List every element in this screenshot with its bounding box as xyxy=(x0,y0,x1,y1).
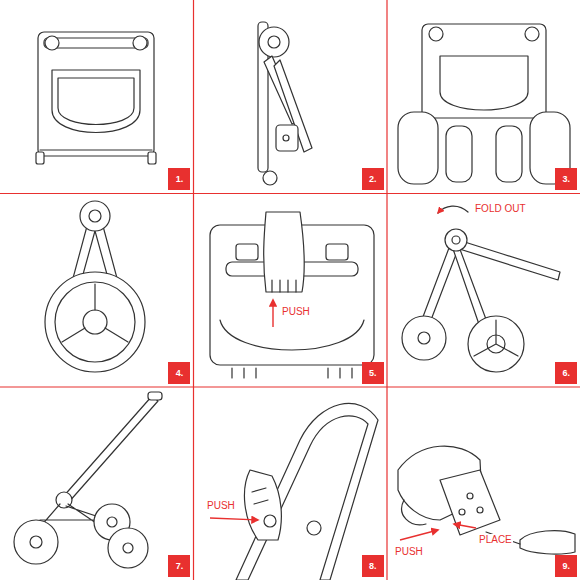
step-number-text: 4. xyxy=(176,368,184,378)
step-number-text: 9. xyxy=(562,561,570,571)
step-number: 3. xyxy=(555,168,577,190)
step-number-text: 8. xyxy=(369,561,377,571)
unfolded-stroller xyxy=(14,392,162,568)
folded-frame-front xyxy=(36,32,156,164)
step-number: 9. xyxy=(555,555,577,577)
frame-with-hand xyxy=(210,212,374,378)
step-number: 5. xyxy=(362,362,384,384)
step-number: 8. xyxy=(362,555,384,577)
wheel-attach xyxy=(398,446,575,554)
action-label: PUSH xyxy=(206,500,236,512)
fold-arrow xyxy=(438,206,468,213)
step-number: 6. xyxy=(555,362,577,384)
step-number: 1. xyxy=(168,168,190,190)
step-number: 4. xyxy=(168,362,190,384)
step-number-text: 6. xyxy=(562,368,570,378)
frame-unfolding xyxy=(402,229,560,372)
step-number: 7. xyxy=(168,555,190,577)
action-arrows xyxy=(210,300,476,540)
action-label: FOLD OUT xyxy=(474,203,527,215)
step-number-text: 1. xyxy=(176,174,184,184)
folded-frame-wheels xyxy=(398,24,570,184)
step-number-text: 3. xyxy=(562,174,570,184)
step-number: 2. xyxy=(362,168,384,190)
action-label: PLACE xyxy=(478,534,513,546)
step-number-text: 7. xyxy=(176,561,184,571)
folded-frame-side xyxy=(258,22,312,185)
step-number-text: 2. xyxy=(369,174,377,184)
action-label: PUSH xyxy=(394,546,424,558)
handlebar-button xyxy=(236,403,378,580)
step-number-text: 5. xyxy=(369,368,377,378)
action-label: PUSH xyxy=(281,306,311,318)
folded-frame-wheel-side xyxy=(45,201,145,372)
